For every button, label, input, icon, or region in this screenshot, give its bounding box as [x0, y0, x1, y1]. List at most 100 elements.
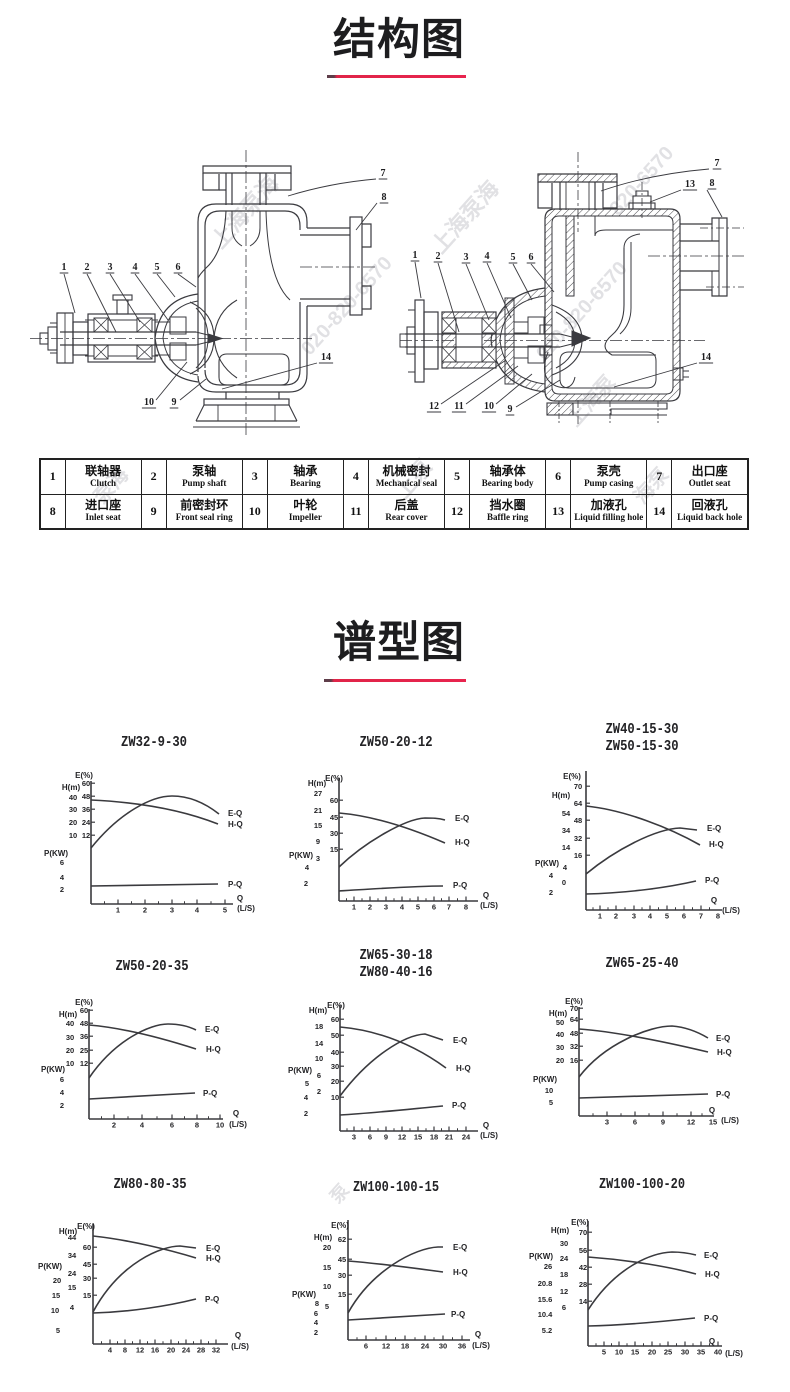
svg-text:1: 1	[413, 250, 418, 261]
svg-text:2: 2	[314, 1328, 318, 1337]
svg-text:12: 12	[80, 1059, 88, 1068]
svg-text:20: 20	[323, 1243, 331, 1252]
svg-text:P-Q: P-Q	[451, 1310, 465, 1319]
svg-text:21: 21	[445, 1133, 453, 1142]
svg-text:P(KW): P(KW)	[44, 849, 68, 858]
svg-text:4: 4	[400, 903, 405, 912]
svg-text:12: 12	[82, 831, 90, 840]
svg-text:24: 24	[421, 1342, 430, 1351]
svg-text:E-Q: E-Q	[455, 814, 469, 823]
svg-text:32: 32	[212, 1346, 220, 1355]
svg-text:60: 60	[83, 1243, 91, 1252]
svg-text:H-Q: H-Q	[228, 820, 243, 829]
svg-text:60: 60	[331, 1015, 339, 1024]
svg-text:10: 10	[144, 397, 154, 408]
svg-text:Q: Q	[235, 1331, 241, 1340]
svg-text:70: 70	[570, 1004, 578, 1013]
svg-text:H(m): H(m)	[59, 1010, 78, 1019]
svg-text:30: 30	[331, 1062, 339, 1071]
svg-text:E-Q: E-Q	[228, 809, 242, 818]
svg-text:40: 40	[714, 1348, 722, 1357]
svg-text:(L/S): (L/S)	[480, 1131, 498, 1140]
svg-text:15: 15	[52, 1291, 60, 1300]
svg-text:H-Q: H-Q	[705, 1270, 720, 1279]
svg-text:30: 30	[556, 1043, 564, 1052]
svg-text:ZW65-30-18: ZW65-30-18	[360, 948, 433, 964]
svg-text:Q: Q	[709, 1337, 715, 1346]
svg-text:(L/S): (L/S)	[725, 1349, 743, 1358]
svg-text:ZW65-25-40: ZW65-25-40	[606, 956, 679, 972]
svg-text:3: 3	[170, 906, 174, 915]
svg-text:5: 5	[223, 906, 227, 915]
svg-text:1: 1	[116, 906, 120, 915]
svg-text:24: 24	[68, 1269, 77, 1278]
svg-text:14: 14	[701, 352, 711, 363]
svg-text:6: 6	[633, 1118, 637, 1127]
svg-text:ZW80-40-16: ZW80-40-16	[360, 965, 433, 981]
svg-text:36: 36	[458, 1342, 466, 1351]
svg-text:H-Q: H-Q	[455, 838, 470, 847]
svg-text:45: 45	[330, 813, 338, 822]
svg-text:ZW50-20-12: ZW50-20-12	[360, 735, 433, 751]
svg-text:34: 34	[562, 826, 571, 835]
svg-text:14: 14	[562, 843, 571, 852]
svg-text:25: 25	[664, 1348, 672, 1357]
svg-text:48: 48	[570, 1029, 578, 1038]
svg-text:P-Q: P-Q	[228, 880, 242, 889]
svg-text:15: 15	[709, 1118, 717, 1127]
svg-text:E(%): E(%)	[331, 1221, 349, 1230]
svg-text:40: 40	[69, 793, 77, 802]
svg-text:E(%): E(%)	[563, 772, 581, 781]
svg-text:12: 12	[382, 1342, 390, 1351]
svg-text:2: 2	[85, 262, 90, 273]
svg-text:10: 10	[484, 401, 494, 412]
svg-text:5.2: 5.2	[542, 1326, 552, 1335]
svg-text:8: 8	[464, 903, 468, 912]
svg-text:E-Q: E-Q	[704, 1251, 718, 1260]
svg-text:4: 4	[108, 1346, 113, 1355]
svg-text:3: 3	[384, 903, 388, 912]
svg-text:24: 24	[462, 1133, 471, 1142]
svg-text:E-Q: E-Q	[453, 1243, 467, 1252]
svg-text:10: 10	[66, 1059, 74, 1068]
svg-text:20: 20	[69, 818, 77, 827]
svg-text:5: 5	[549, 1098, 553, 1107]
svg-text:12: 12	[429, 401, 439, 412]
svg-text:32: 32	[570, 1042, 578, 1051]
svg-text:20: 20	[53, 1276, 61, 1285]
svg-text:(L/S): (L/S)	[480, 901, 498, 910]
svg-text:Q: Q	[233, 1109, 239, 1118]
svg-text:4: 4	[304, 1093, 309, 1102]
svg-text:H-Q: H-Q	[717, 1048, 732, 1057]
svg-text:P-Q: P-Q	[704, 1314, 718, 1323]
svg-text:5: 5	[155, 262, 160, 273]
svg-text:24: 24	[560, 1254, 569, 1263]
svg-text:2: 2	[549, 888, 553, 897]
svg-text:5: 5	[511, 252, 516, 263]
svg-text:ZW100-100-15: ZW100-100-15	[353, 1180, 439, 1196]
svg-text:ZW80-80-35: ZW80-80-35	[114, 1177, 187, 1193]
svg-text:5: 5	[665, 912, 669, 921]
svg-text:8: 8	[123, 1346, 127, 1355]
svg-text:7: 7	[699, 912, 703, 921]
svg-text:27: 27	[314, 789, 322, 798]
svg-text:8: 8	[710, 178, 715, 189]
svg-text:20: 20	[556, 1056, 564, 1065]
svg-text:13: 13	[685, 179, 695, 190]
svg-text:P(KW): P(KW)	[535, 859, 559, 868]
svg-text:2: 2	[304, 879, 308, 888]
svg-text:64: 64	[570, 1015, 579, 1024]
svg-text:8: 8	[315, 1299, 319, 1308]
svg-text:26: 26	[544, 1262, 552, 1271]
svg-text:Q: Q	[483, 1121, 489, 1130]
svg-text:P(KW): P(KW)	[533, 1075, 557, 1084]
svg-text:20: 20	[167, 1346, 175, 1355]
svg-text:16: 16	[570, 1056, 578, 1065]
svg-text:P-Q: P-Q	[453, 881, 467, 890]
svg-text:5: 5	[416, 903, 420, 912]
svg-text:4: 4	[70, 1303, 75, 1312]
svg-text:7: 7	[715, 158, 720, 169]
svg-text:50: 50	[331, 1031, 339, 1040]
svg-text:6: 6	[60, 1075, 64, 1084]
svg-text:4: 4	[305, 863, 310, 872]
